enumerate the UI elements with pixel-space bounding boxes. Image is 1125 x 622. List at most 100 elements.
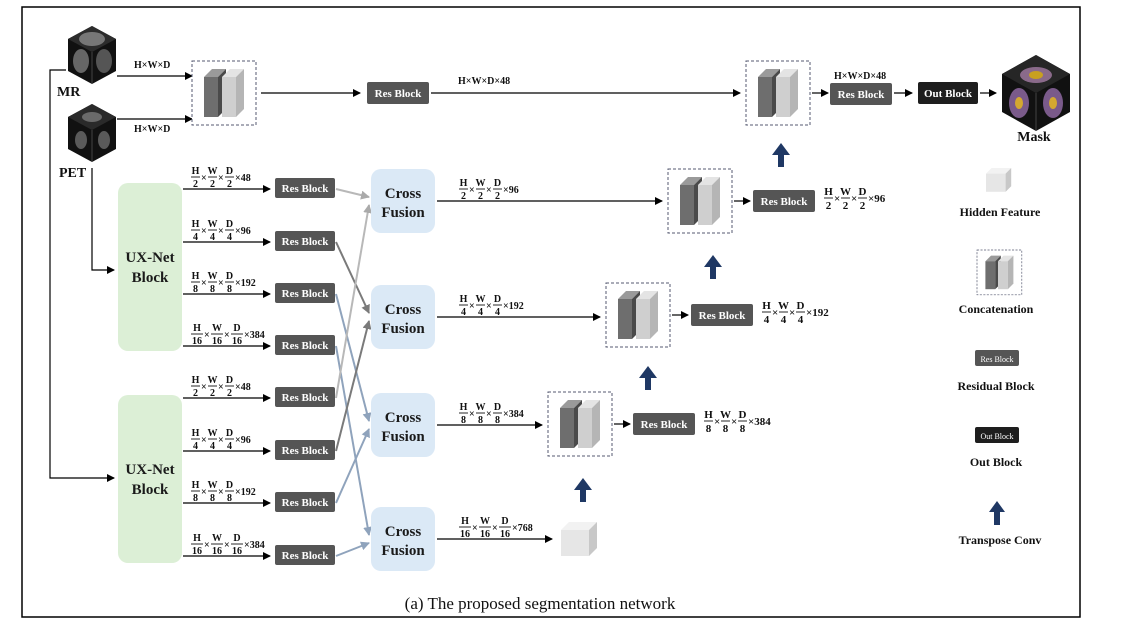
top-concat-icon xyxy=(191,60,257,126)
encoder-dim-7-den-w: 16 xyxy=(212,546,222,557)
legend-hidden-feature-icon xyxy=(986,168,1012,192)
cross-connections xyxy=(335,188,373,557)
legend-hidden-feature: Hidden Feature xyxy=(960,205,1041,219)
encoder-dim-3-num-d: D xyxy=(233,323,240,334)
encoder-dim-0-times: × xyxy=(218,173,224,184)
encoder-dim-5-channels: ×96 xyxy=(235,435,251,446)
decoder-dim-2-channels: ×384 xyxy=(748,416,771,428)
encoder-dim-1-num-h: H xyxy=(192,219,200,230)
encoder-dim-1-den-d: 4 xyxy=(227,232,232,243)
encoder-res-block xyxy=(275,178,335,198)
encoder-dim-0-den-h: 2 xyxy=(193,179,198,190)
encoder-res-block xyxy=(275,440,335,460)
legend-residual-block-icon xyxy=(975,350,1019,366)
fusion-dim-0-num-h: H xyxy=(460,178,468,189)
ux-net-block-2-line1: UX-Net xyxy=(125,462,174,478)
fusion-dim-3-den-h: 16 xyxy=(460,529,470,540)
encoder-dim-4: H2×W2×D2×48 xyxy=(191,375,251,399)
encoder-dim-6-channels: ×192 xyxy=(235,487,256,498)
decoder-dim-0-den-w: 2 xyxy=(843,200,849,212)
ux-net-block-2-line2: Block xyxy=(132,482,169,498)
encoder-dim-1-num-w: W xyxy=(208,219,218,230)
cross-connection-line xyxy=(335,188,370,200)
ux-net-block-1-line2: Block xyxy=(132,270,169,286)
decoder-dim-1-num-d: D xyxy=(797,300,805,312)
out-block-label: Out Block xyxy=(924,88,973,100)
cross-connection-line xyxy=(335,541,370,557)
encoder-dim-4-num-h: H xyxy=(192,375,200,386)
legend-concatenation-icon xyxy=(976,249,1023,296)
encoder-dim-6-num-d: D xyxy=(226,480,233,491)
decoder-dim-1-num-h: H xyxy=(762,300,771,312)
encoder-dim-7-num-w: W xyxy=(212,533,222,544)
encoder-dim-6: H8×W8×D8×192 xyxy=(191,480,256,504)
fusion-dim-0-num-w: W xyxy=(476,178,486,189)
encoder-dim-3-num-w: W xyxy=(212,323,222,334)
encoder-dim-5: H4×W4×D4×96 xyxy=(191,428,251,452)
encoder-dim-4-num-d: D xyxy=(226,375,233,386)
decoder-res-block xyxy=(691,304,753,326)
encoder-dim-3-den-d: 16 xyxy=(232,336,242,347)
decoder-res-block-label: Res Block xyxy=(641,419,689,431)
fusion-dim-0-den-d: 2 xyxy=(495,191,500,202)
encoder-dim-7-den-h: 16 xyxy=(192,546,202,557)
encoder-res-block xyxy=(275,335,335,355)
encoder-res-block-label: Res Block xyxy=(282,550,330,562)
encoder-dim-0-num-d: D xyxy=(226,166,233,177)
encoder-res-block xyxy=(275,387,335,407)
encoder-dim-2-num-d: D xyxy=(226,271,233,282)
fusion-dim-1-times: × xyxy=(486,301,492,312)
fusion-dim-0-channels: ×96 xyxy=(503,185,519,196)
encoder-dim-3-num-h: H xyxy=(193,323,201,334)
decoder-dim-1-times: × xyxy=(789,307,795,319)
encoder-res-block-label: Res Block xyxy=(282,288,330,300)
encoder-dim-3: H16×W16×D16×384 xyxy=(191,323,265,347)
encoder-dim-1: H4×W4×D4×96 xyxy=(191,219,251,243)
legend-transpose-conv: Transpose Conv xyxy=(959,533,1042,547)
decoder-dim-0-den-d: 2 xyxy=(860,200,866,212)
mask-label: Mask xyxy=(1017,130,1051,145)
encoder-dim-3-times: × xyxy=(224,330,230,341)
decoder-res-block xyxy=(753,190,815,212)
fusion-dim-1-den-d: 4 xyxy=(495,307,500,318)
encoder-dim-2-den-w: 8 xyxy=(210,284,215,295)
decoder-dim-1-channels: ×192 xyxy=(806,307,829,319)
decoder-dim-2-times: × xyxy=(714,416,720,428)
cross-fusion-label-2: Fusion xyxy=(381,321,425,337)
decoder-dim-0-num-w: W xyxy=(840,186,851,198)
top-right-res-block-label: Res Block xyxy=(838,89,886,101)
mr-input-cube xyxy=(68,26,116,84)
fusion-dim-1-den-w: 4 xyxy=(478,307,483,318)
encoder-dim-4-times: × xyxy=(201,382,207,393)
decoder-dim-2-den-d: 8 xyxy=(740,423,746,435)
top-dim-2: H×W×D×48 xyxy=(834,71,886,82)
legend-out-block: Out Block xyxy=(970,455,1023,469)
figure-caption: (a) The proposed segmentation network xyxy=(404,594,676,613)
encoder-dim-0: H2×W2×D2×48 xyxy=(191,166,251,190)
encoder-dim-5-times: × xyxy=(201,435,207,446)
decoder-dim-0-den-h: 2 xyxy=(826,200,832,212)
fusion-dim-3-num-d: D xyxy=(501,516,508,527)
encoder-dim-2-channels: ×192 xyxy=(235,278,256,289)
decoder-dim-0: H2×W2×D2×96 xyxy=(824,186,886,212)
transpose-conv-arrow xyxy=(639,366,657,390)
fusion-dim-2-num-h: H xyxy=(460,402,468,413)
out-block xyxy=(918,82,978,104)
mr-dim: H×W×D xyxy=(134,60,170,71)
fusion-dim-0-times: × xyxy=(486,185,492,196)
decoder-dim-1-den-h: 4 xyxy=(764,314,770,326)
encoder-dim-1-num-d: D xyxy=(226,219,233,230)
encoder-dim-1-times: × xyxy=(201,226,207,237)
fusion-dim-3-den-w: 16 xyxy=(480,529,490,540)
cross-fusion-block xyxy=(371,507,435,571)
fusion-dim-2-den-h: 8 xyxy=(461,415,466,426)
legend: Hidden Feature Concatenation Res Block R… xyxy=(957,168,1041,547)
cross-fusion-label-1: Cross xyxy=(385,186,422,202)
encoder-dim-7-times: × xyxy=(204,540,210,551)
cross-fusion-block xyxy=(371,169,435,233)
encoder-dim-0-num-h: H xyxy=(192,166,200,177)
cross-fusion-label-2: Fusion xyxy=(381,543,425,559)
decoder-dim-0-num-d: D xyxy=(859,186,867,198)
fusion-dim-3: H16×W16×D16×768 xyxy=(459,516,533,540)
